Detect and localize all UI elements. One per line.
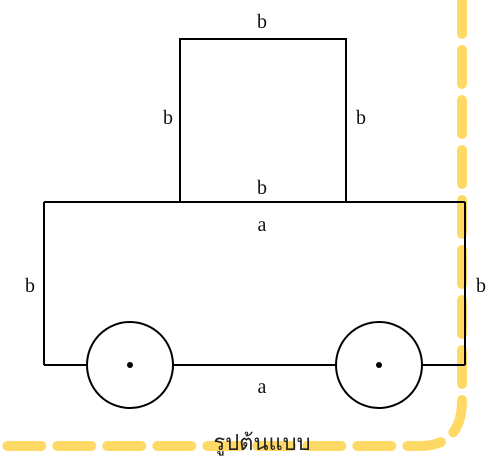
label-top-square-top: b — [257, 11, 267, 33]
label-top-square-right: b — [356, 107, 366, 129]
diagram-caption: รูปต้นแบบ — [213, 431, 310, 456]
right-wheel-hub — [376, 362, 382, 368]
label-top-square-left: b — [163, 107, 173, 129]
label-body-left: b — [25, 275, 35, 297]
label-top-square-bottom: b — [257, 177, 267, 199]
label-body-top: a — [258, 214, 267, 236]
label-body-right: b — [476, 275, 486, 297]
label-body-bottom: a — [258, 376, 267, 398]
dashed-border — [0, 0, 467, 451]
left-wheel-hub — [127, 362, 133, 368]
